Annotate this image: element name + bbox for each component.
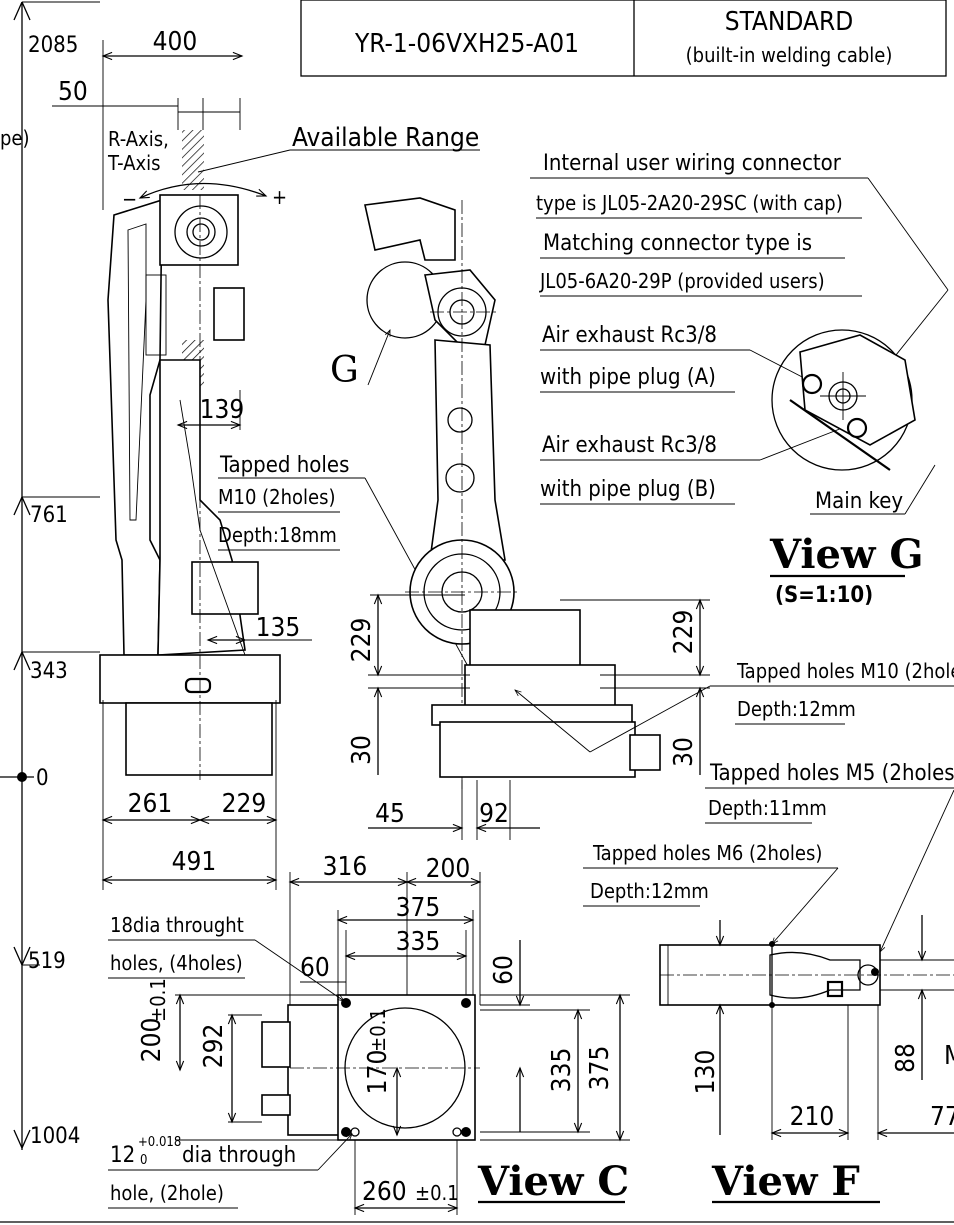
dim-292: 292 xyxy=(199,1024,229,1069)
axis-label-r: R-Axis, xyxy=(108,127,169,151)
hole12-text: dia through xyxy=(182,1143,296,1168)
axis-label-t: T-Axis xyxy=(107,151,161,175)
wiring-line3: Matching connector type is xyxy=(543,231,812,256)
spec-title: STANDARD xyxy=(725,7,853,37)
scale-2085: 2085 xyxy=(28,33,78,58)
dim-139: 139 xyxy=(200,395,245,425)
dim-229-left: 229 xyxy=(347,618,377,663)
dim-30-left: 30 xyxy=(347,735,377,765)
dim-400: 400 xyxy=(153,27,198,57)
left-scale: pe) 2085 761 343 0 519 1004 xyxy=(0,1,100,1150)
scale-761: 761 xyxy=(30,503,68,528)
model-number: YR-1-06VXH25-A01 xyxy=(354,29,579,59)
view-g-detail xyxy=(771,329,916,471)
rotation-plus: + xyxy=(272,185,287,209)
air-b-line1: Air exhaust Rc3/8 xyxy=(542,433,717,458)
wiring-line2: type is JL05-2A20-29SC (with cap) xyxy=(536,191,843,215)
m6-line2: Depth:12mm xyxy=(590,879,709,903)
tapped-holes-m10-depth18: Tapped holes M10 (2holes) Depth:18mm xyxy=(218,453,471,671)
view-f: 130 210 77 88 M View F xyxy=(659,915,954,1205)
tol-170: ±0.1 xyxy=(366,1008,390,1052)
hole12-tol-up: +0.018 xyxy=(138,1135,181,1150)
dim-261: 261 xyxy=(128,789,173,819)
dim-229-right: 229 xyxy=(669,610,699,655)
dim-375-h: 375 xyxy=(396,893,441,923)
hole12-base: 12 xyxy=(110,1143,135,1168)
m5-line2: Depth:11mm xyxy=(708,796,827,820)
spec-subtitle: (built-in welding cable) xyxy=(686,43,893,67)
dim-60-v: 60 xyxy=(489,955,519,985)
dim-30-right: 30 xyxy=(669,737,699,767)
m6-line1: Tapped holes M6 (2holes) xyxy=(592,841,822,865)
m10-12-line2: Depth:12mm xyxy=(737,697,856,721)
tapped-holes-label: Tapped holes xyxy=(219,453,349,478)
dim-335-v: 335 xyxy=(547,1048,577,1093)
dim-316: 316 xyxy=(323,852,368,882)
range-hatch-top xyxy=(182,130,204,190)
dim-210: 210 xyxy=(790,1102,835,1132)
dim-200-h: 200 xyxy=(426,854,471,884)
g-label: G xyxy=(330,350,359,391)
dim-135: 135 xyxy=(256,613,301,643)
dim-375-v: 375 xyxy=(585,1046,615,1091)
callouts: Internal user wiring connector type is J… xyxy=(514,151,954,953)
air-a-line2: with pipe plug (A) xyxy=(540,365,716,390)
holes18-line2: holes, (4holes) xyxy=(110,951,243,975)
hole12-tol-dn: 0 xyxy=(140,1153,147,1168)
dim-92: 92 xyxy=(479,799,509,829)
dim-77-fragment: 77 xyxy=(930,1102,954,1132)
m10-12-line1: Tapped holes M10 (2holes) xyxy=(736,659,954,683)
wiring-line1: Internal user wiring connector xyxy=(543,151,842,176)
dim-200-v: 200 xyxy=(137,1018,167,1063)
hole12-line2: hole, (2hole) xyxy=(110,1181,224,1205)
tol-260: ±0.1 xyxy=(415,1181,459,1205)
tapped-holes-size: M10 (2holes) xyxy=(218,485,335,509)
air-b-line2: with pipe plug (B) xyxy=(540,477,716,502)
dim-88: 88 xyxy=(891,1043,921,1073)
dim-491: 491 xyxy=(172,847,217,877)
title-block: YR-1-06VXH25-A01 STANDARD (built-in weld… xyxy=(300,0,947,77)
tol-200: ±0.1 xyxy=(146,978,170,1022)
view-g-title: View G xyxy=(769,531,924,578)
available-range-label: Available Range xyxy=(292,123,479,153)
m-fragment: M xyxy=(944,1041,954,1071)
scale-0: 0 xyxy=(36,766,49,791)
view-c: 316 200 375 335 60 200 ±0.1 292 xyxy=(108,852,630,1215)
air-a-line1: Air exhaust Rc3/8 xyxy=(542,323,717,348)
view-f-title: View F xyxy=(711,1158,860,1205)
main-key-label: Main key xyxy=(815,489,903,514)
dim-130: 130 xyxy=(691,1050,721,1095)
edge-fragment: pe) xyxy=(0,126,30,150)
dim-50: 50 xyxy=(58,77,88,107)
tapped-holes-depth: Depth:18mm xyxy=(218,523,337,547)
scale-343: 343 xyxy=(30,659,68,684)
dim-260: 260 xyxy=(362,1177,407,1207)
dim-229: 229 xyxy=(222,789,267,819)
holes18-line1: 18dia throught xyxy=(110,913,244,937)
rotation-minus: − xyxy=(122,187,137,211)
view-c-title: View C xyxy=(477,1158,629,1205)
view-g-scale: (S=1:10) xyxy=(775,583,873,608)
dim-60-h: 60 xyxy=(300,953,330,983)
m5-line1: Tapped holes M5 (2holes) xyxy=(709,761,954,786)
dim-335-h: 335 xyxy=(396,927,441,957)
scale-519: 519 xyxy=(28,949,66,974)
dim-170: 170 xyxy=(363,1050,393,1095)
side-view: 400 50 R-Axis, T-Axis Available Range − … xyxy=(52,27,480,890)
front-view: G 229 30 229 30 45 92 xyxy=(330,197,710,840)
scale-1004: 1004 xyxy=(30,1124,80,1149)
wiring-line4: JL05-6A20-29P (provided users) xyxy=(539,269,825,293)
dim-45: 45 xyxy=(375,799,405,829)
